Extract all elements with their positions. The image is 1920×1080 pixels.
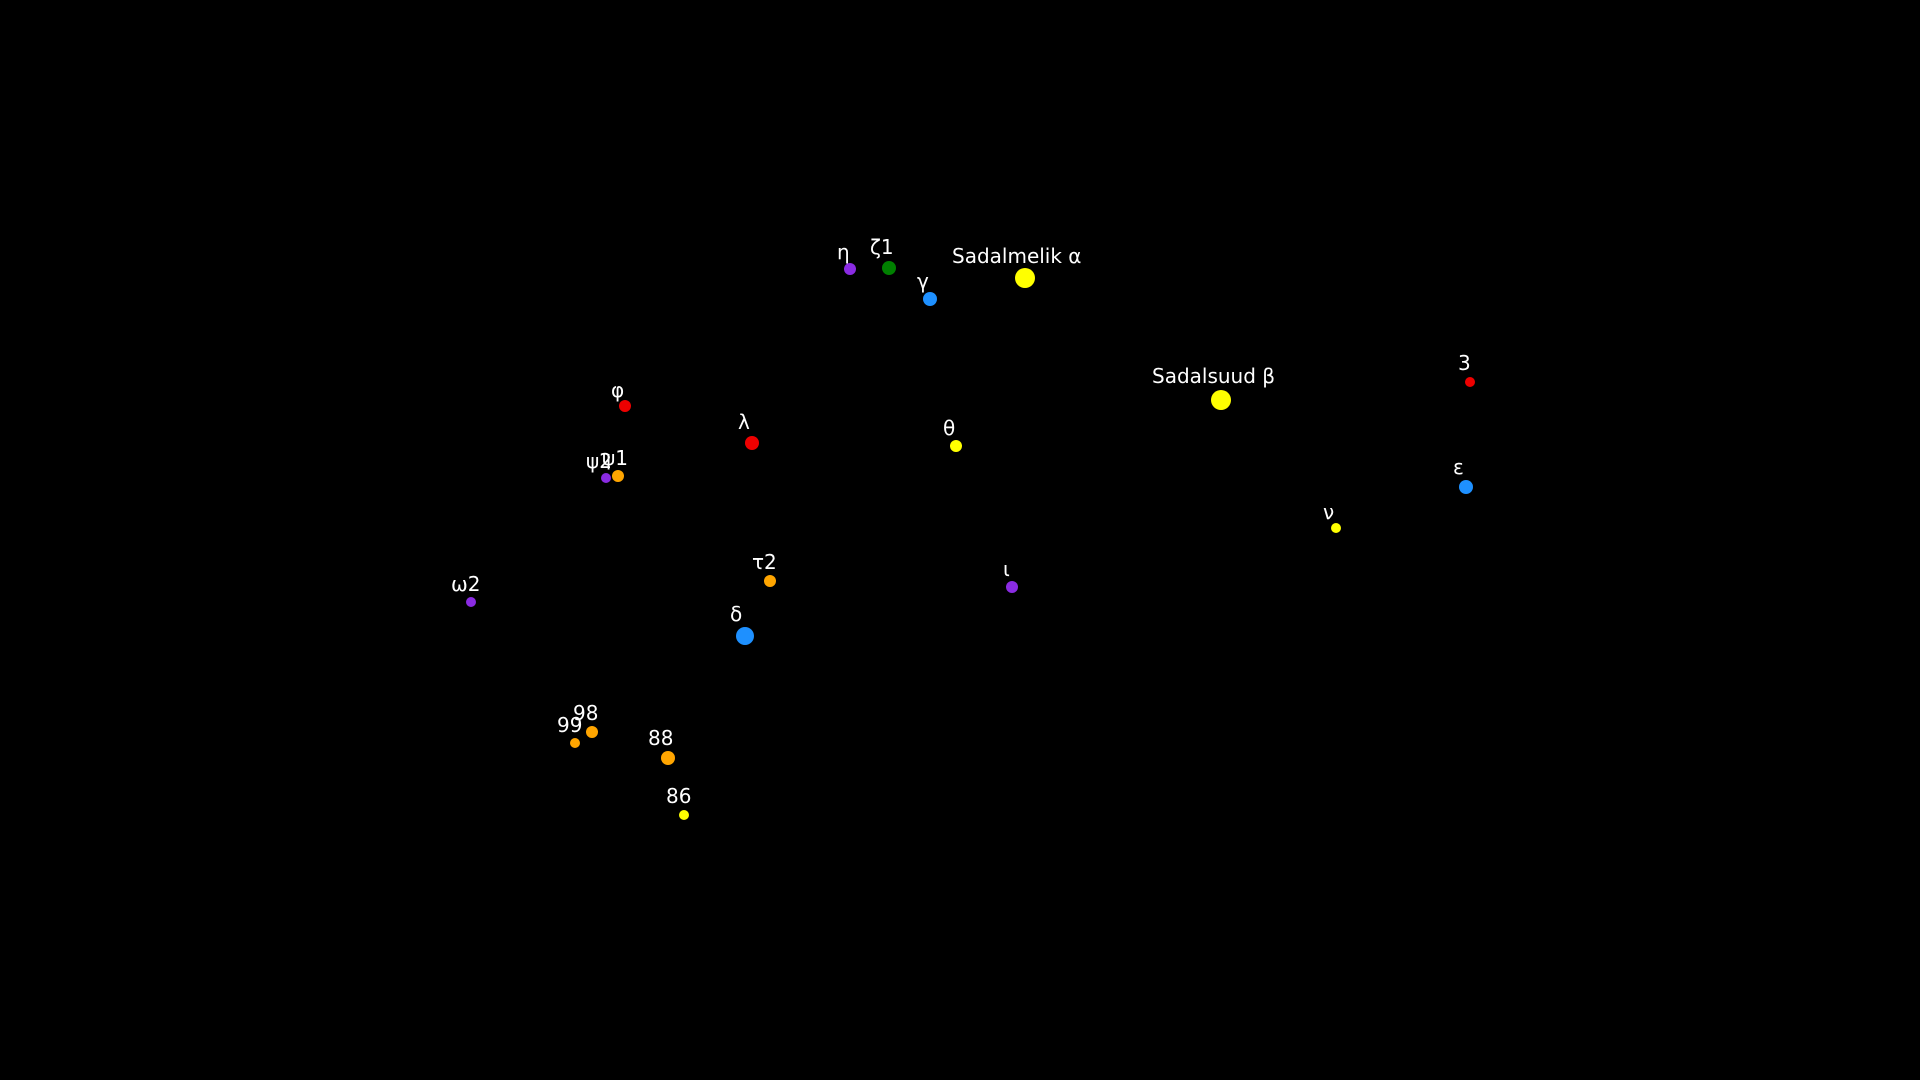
star-label: θ (943, 416, 955, 440)
star-label: λ (738, 410, 750, 434)
star-marker (736, 627, 754, 645)
star-marker (586, 726, 598, 738)
star-label: 86 (666, 784, 691, 808)
star-iota: ι (1003, 557, 1018, 593)
star-label: ζ1 (870, 235, 894, 259)
star-s98: 98 (573, 701, 598, 738)
star-delta: δ (730, 602, 754, 645)
star-eta: η (837, 240, 856, 275)
star-lambda: λ (738, 410, 759, 450)
star-label: ι (1003, 557, 1010, 581)
star-nu: ν (1323, 500, 1341, 533)
star-tau2: τ2 (752, 550, 777, 587)
star-marker (745, 436, 759, 450)
star-marker (1211, 390, 1231, 410)
star-psi2: ψ2 (586, 449, 612, 483)
star-marker (661, 751, 675, 765)
star-marker (612, 470, 624, 482)
star-sadalsuud: Sadalsuud β (1152, 364, 1275, 410)
star-marker (1465, 377, 1475, 387)
star-label: Sadalmelik α (952, 244, 1081, 268)
star-omega2: ω2 (451, 572, 480, 607)
star-three: 3 (1458, 351, 1475, 387)
star-label: ψ2 (586, 449, 612, 473)
star-label: φ (611, 378, 624, 402)
star-label: ω2 (451, 572, 480, 596)
star-label: 3 (1458, 351, 1471, 375)
star-label: Sadalsuud β (1152, 364, 1275, 388)
star-marker (950, 440, 962, 452)
star-marker (1006, 581, 1018, 593)
star-label: ψ1 (602, 446, 628, 470)
star-theta: θ (943, 416, 962, 452)
star-marker (601, 473, 611, 483)
star-marker (679, 810, 689, 820)
star-marker (923, 292, 937, 306)
star-s99: 99 (557, 713, 582, 748)
star-gamma: γ (917, 269, 937, 306)
star-s86: 86 (666, 784, 691, 820)
star-label: γ (917, 269, 929, 293)
star-marker (1015, 268, 1035, 288)
star-marker (466, 597, 476, 607)
star-marker (619, 400, 631, 412)
star-sadalmelik: Sadalmelik α (952, 244, 1081, 288)
star-zeta1: ζ1 (870, 235, 896, 275)
star-label: τ2 (752, 550, 777, 574)
star-marker (570, 738, 580, 748)
star-label: ε (1453, 455, 1464, 479)
star-marker (1459, 480, 1473, 494)
star-label: ν (1323, 500, 1334, 524)
star-label: 98 (573, 701, 598, 725)
star-marker (1331, 523, 1341, 533)
star-label: η (837, 240, 850, 264)
star-marker (844, 263, 856, 275)
star-epsilon: ε (1453, 455, 1473, 494)
star-phi: φ (611, 378, 631, 412)
star-label: 88 (648, 726, 673, 750)
star-marker (882, 261, 896, 275)
star-s88: 88 (648, 726, 675, 765)
star-label: δ (730, 602, 742, 626)
star-marker (764, 575, 776, 587)
star-label: 99 (557, 713, 582, 737)
star-psi1: ψ1 (602, 446, 628, 482)
